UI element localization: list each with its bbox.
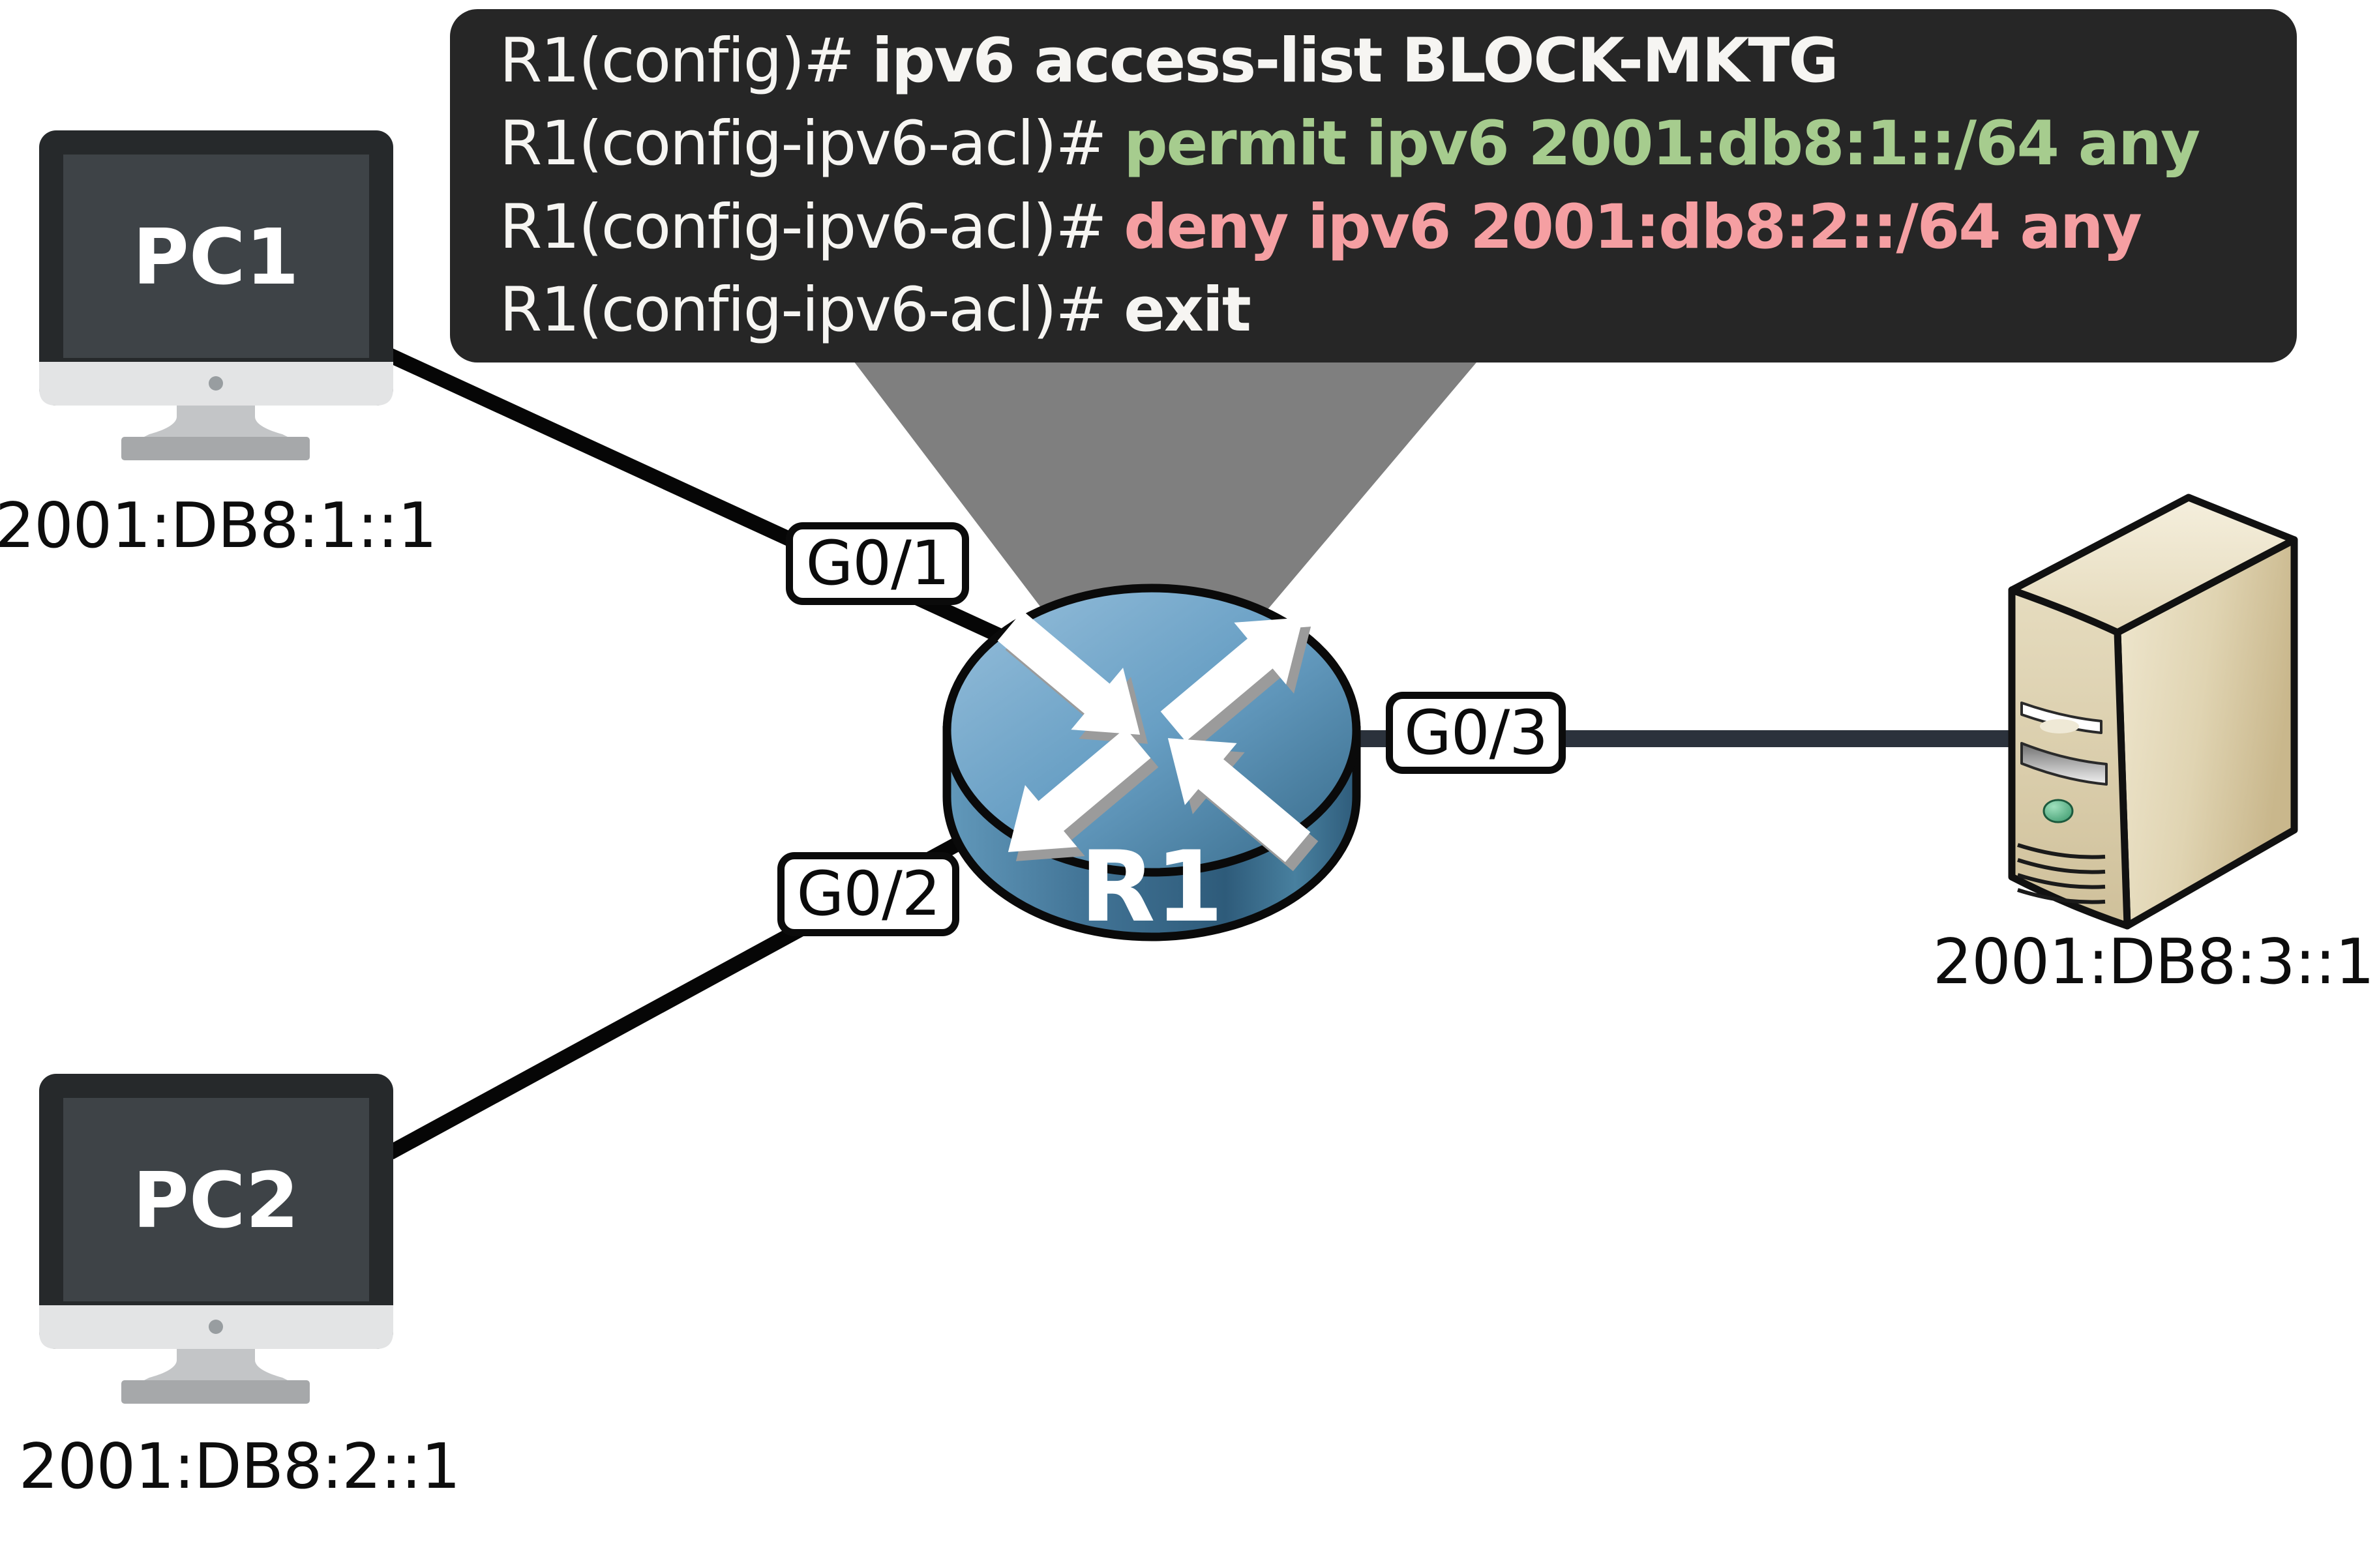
cli-prompt: R1(config)# [500, 25, 872, 96]
pc2-icon: PC2 [39, 1074, 393, 1404]
arrow-outward-ne-icon [1160, 617, 1304, 742]
pc-camera-dot [209, 376, 223, 391]
router-name-label: R1 [1080, 831, 1223, 944]
interface-label-g0-1: G0/1 [786, 522, 969, 605]
cable-pc1-router [387, 348, 1112, 693]
pc-stand-base [121, 1380, 310, 1404]
cli-prompt: R1(config-ipv6-acl)# [500, 274, 1124, 346]
interface-label-g0-3: G0/3 [1386, 692, 1566, 774]
interface-label-text: G0/2 [796, 859, 940, 930]
interface-label-text: G0/3 [1403, 697, 1548, 769]
cli-prompt: R1(config-ipv6-acl)# [500, 191, 1124, 263]
pc-stand-base [121, 437, 310, 460]
router-icon: R1 [942, 584, 1361, 944]
pc1-icon: PC1 [39, 130, 393, 460]
interface-label-g0-2: G0/2 [777, 852, 959, 936]
server-drive-bay [2020, 742, 2108, 786]
server-vents [2017, 843, 2106, 904]
arrow-outward-sw-icon [1008, 728, 1151, 852]
server-drive-tray [2040, 719, 2079, 733]
pc2-address-label: 2001:DB8:2::1 [18, 1431, 460, 1503]
cli-line-2: R1(config-ipv6-acl)# permit ipv6 2001:db… [500, 104, 2284, 184]
cli-terminal-panel: R1(config)# ipv6 access-list BLOCK-MKTG … [450, 9, 2297, 362]
cli-line-3: R1(config-ipv6-acl)# deny ipv6 2001:db8:… [500, 188, 2284, 267]
arrow-inward-nw-icon [1167, 738, 1311, 863]
pc-camera-dot [209, 1320, 223, 1334]
cli-prompt: R1(config-ipv6-acl)# [500, 108, 1124, 180]
cli-command-access-list: ipv6 access-list BLOCK-MKTG [871, 25, 1839, 96]
callout-pointer-triangle [852, 359, 1480, 750]
server-drive-slot [2020, 702, 2102, 734]
cli-line-4: R1(config-ipv6-acl)# exit [500, 271, 2284, 350]
pc-stand [144, 406, 288, 437]
server-power-led [2042, 799, 2074, 823]
interface-label-text: G0/1 [805, 528, 950, 599]
cli-line-1: R1(config)# ipv6 access-list BLOCK-MKTG [500, 22, 2284, 101]
pc-screen [63, 1098, 369, 1301]
pc2-screen-label: PC2 [132, 1155, 299, 1245]
pc1-screen-label: PC1 [132, 212, 299, 302]
pc1-address-label: 2001:DB8:1::1 [0, 490, 437, 562]
cli-command-permit: permit ipv6 2001:db8:1::/64 any [1124, 108, 2200, 180]
server-icon [2008, 494, 2298, 930]
router-arrows [997, 610, 1311, 863]
server-address-label: 2001:DB8:3::1 [1932, 926, 2374, 998]
cli-command-exit: exit [1124, 274, 1251, 346]
arrow-inward-se-icon [997, 610, 1141, 735]
pc-stand [144, 1349, 288, 1380]
pc-screen [63, 155, 369, 358]
cli-command-deny: deny ipv6 2001:db8:2::/64 any [1124, 191, 2142, 263]
